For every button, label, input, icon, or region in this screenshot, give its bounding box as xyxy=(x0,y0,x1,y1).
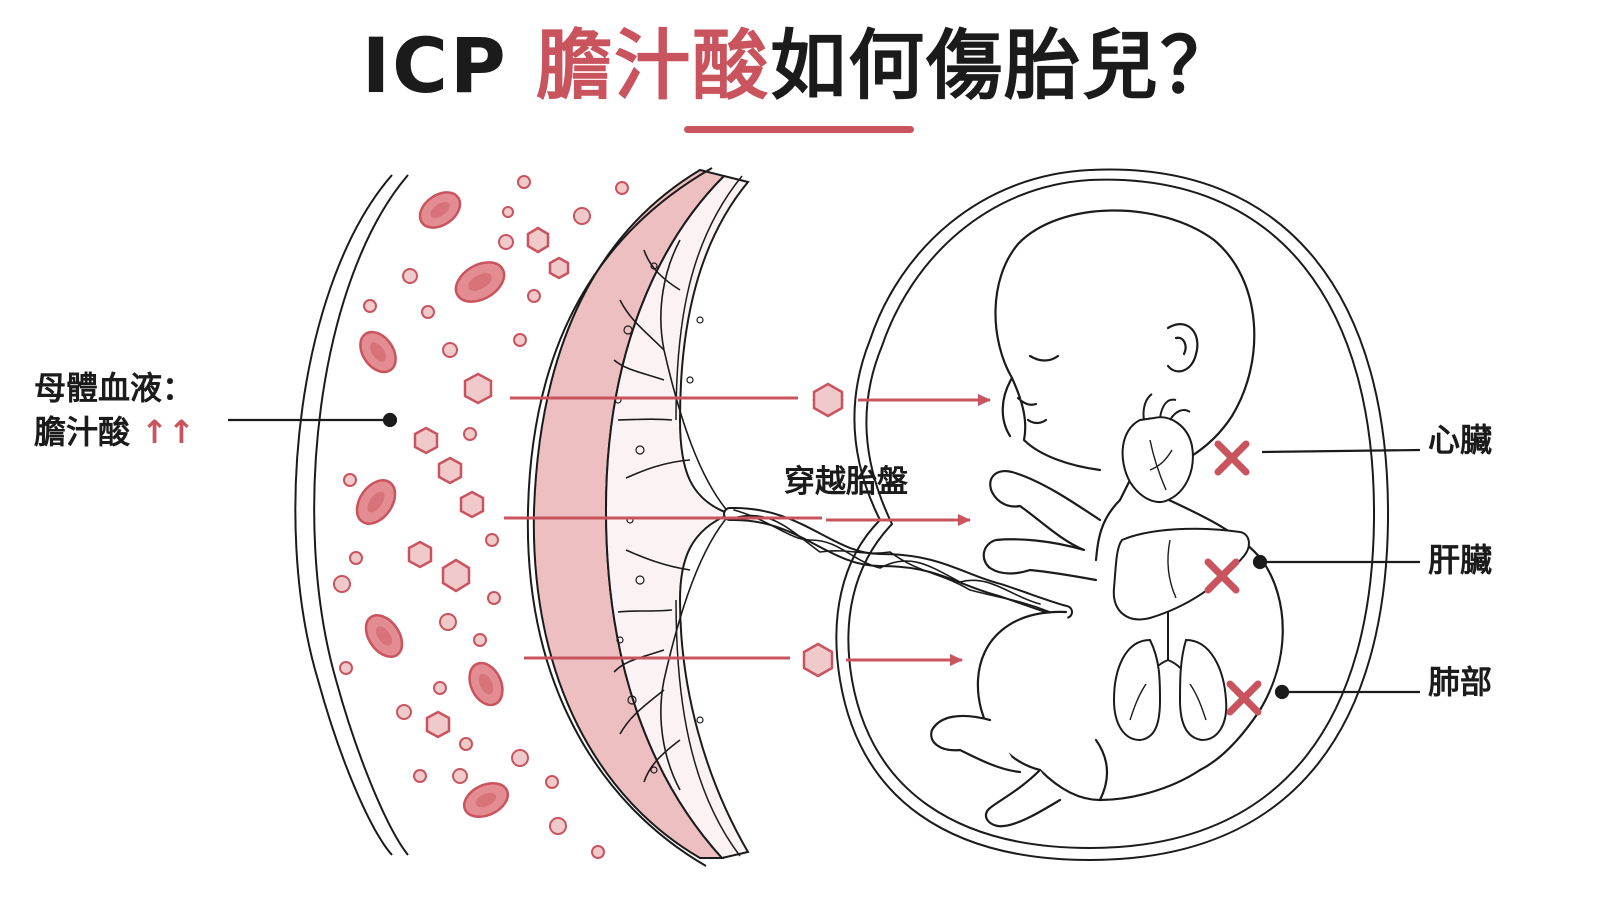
fetus xyxy=(930,209,1284,828)
title-prefix: ICP xyxy=(361,21,537,110)
hexagon-icon xyxy=(463,372,493,405)
bile-acid-flow xyxy=(504,394,991,666)
cross-icon xyxy=(1226,680,1262,716)
red-blood-cell xyxy=(462,782,510,818)
damage-crosses xyxy=(1204,440,1262,716)
lung-organ xyxy=(1112,612,1228,742)
maternal-blood-label: 母體血液： 膽汁酸 ↑↑ xyxy=(34,366,195,454)
amniotic-sac xyxy=(835,168,1390,862)
hexagon-icon xyxy=(548,256,570,280)
heart-organ xyxy=(1121,393,1194,503)
title-underline xyxy=(684,126,914,133)
cross-icon xyxy=(1214,440,1250,476)
maternal-label-line1: 母體血液： xyxy=(34,369,195,407)
red-blood-cell xyxy=(359,330,397,374)
title-highlight: 膽汁酸 xyxy=(536,21,771,110)
liver-label: 肝臟 xyxy=(1428,541,1493,579)
cross-icon xyxy=(1204,558,1240,594)
maternal-label-line2: 膽汁酸 ↑↑ xyxy=(34,410,195,454)
uterine-wall xyxy=(294,174,409,856)
maternal-bile-acid-text: 膽汁酸 xyxy=(34,413,131,451)
red-blood-cell xyxy=(364,614,404,658)
crossing-bile-acids xyxy=(802,382,844,678)
hexagon-icon xyxy=(441,558,471,593)
maternal-bile-acids xyxy=(407,226,570,739)
hexagon-icon xyxy=(413,426,439,455)
umbilical-cord xyxy=(723,506,1073,619)
hexagon-icon xyxy=(812,382,844,418)
hexagon-icon xyxy=(437,456,463,485)
hexagon-icon xyxy=(459,490,485,519)
red-blood-cell xyxy=(355,479,397,525)
title-suffix: 如何傷胎兒？ xyxy=(770,21,1239,110)
page-title: ICP 膽汁酸如何傷胎兒？ xyxy=(0,18,1600,114)
hexagon-icon xyxy=(526,226,550,254)
lung-label: 肺部 xyxy=(1428,663,1493,701)
heart-label: 心臟 xyxy=(1428,421,1493,459)
arrow-up-icon: ↑↑ xyxy=(141,413,195,451)
maternal-particles xyxy=(333,175,629,859)
leader-lines xyxy=(228,412,1421,700)
red-blood-cell xyxy=(468,661,504,707)
red-blood-cell xyxy=(418,191,462,229)
red-blood-cell xyxy=(454,261,506,303)
hexagon-icon xyxy=(407,540,433,569)
hexagon-icon xyxy=(425,710,451,739)
placenta-crossing-label: 穿越胎盤 xyxy=(784,464,908,500)
maternal-blood-cells xyxy=(355,191,510,818)
hexagon-icon xyxy=(802,642,834,678)
